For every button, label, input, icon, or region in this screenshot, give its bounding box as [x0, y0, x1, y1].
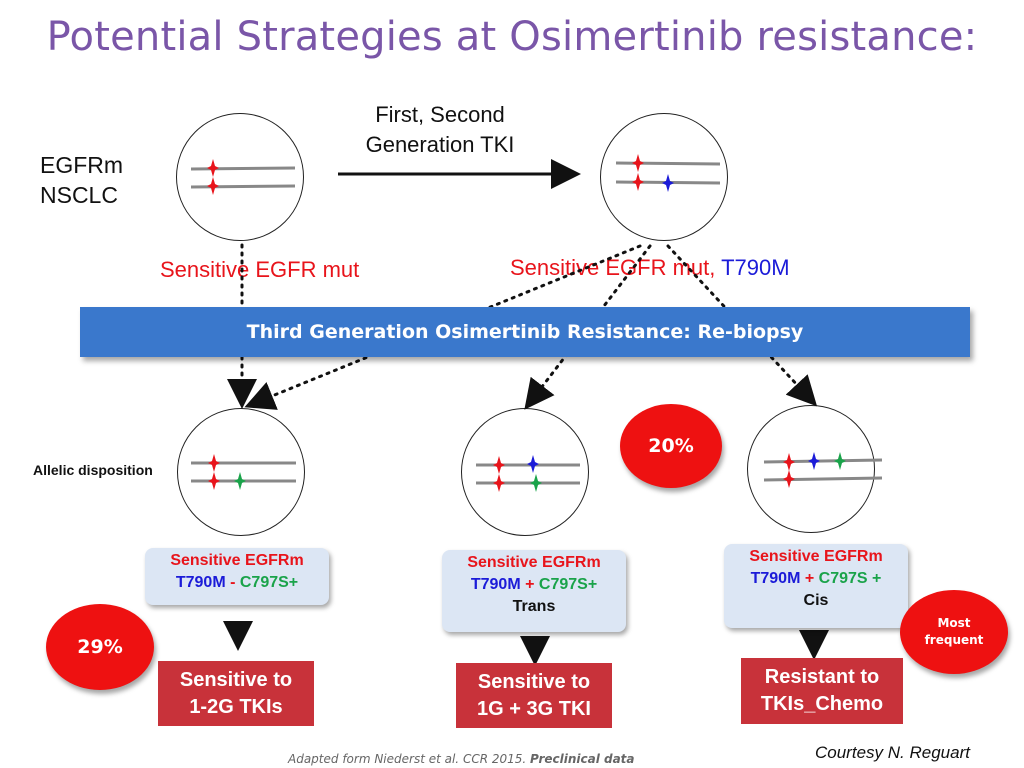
allele-circle-3: [747, 405, 875, 533]
card-2-line1: Sensitive EGFRm: [467, 554, 601, 571]
card-1-line2: T790M - C797S+: [145, 572, 329, 594]
card-3-operator: +: [804, 570, 815, 587]
most-frequent-badge: Most frequent: [900, 590, 1008, 674]
card-1-t790m: T790M: [175, 574, 226, 591]
sensitive-egfr-mut-label: Sensitive EGFR mut: [160, 257, 360, 282]
outcome-card-3: Sensitive EGFRm T790M + C797S + Cis: [724, 544, 908, 628]
result-box-3: Resistant to TKIs_Chemo: [741, 658, 903, 724]
card-2-c797s: C797S+: [538, 576, 598, 593]
card-1-c797s: C797S+: [239, 574, 299, 591]
card-3-c797s: C797S +: [818, 570, 882, 587]
card-1-operator: -: [230, 574, 236, 591]
footer-citation-text: Adapted form Niederst et al. CCR 2015.: [288, 752, 531, 766]
courtesy-label: Courtesy N. Reguart: [815, 743, 970, 762]
footer-citation: Adapted form Niederst et al. CCR 2015. P…: [288, 752, 635, 766]
re-biopsy-banner: Third Generation Osimertinib Resistance:…: [80, 307, 970, 357]
card-3-line2: T790M + C797S +: [724, 568, 908, 590]
allele-circle-1: [177, 408, 305, 536]
result-box-1: Sensitive to 1-2G TKIs: [158, 661, 314, 726]
sensitive-egfr-mut-prefix: Sensitive EGFR mut,: [510, 255, 722, 280]
t790m-status-label: Sensitive EGFR mut, T790M: [510, 255, 790, 281]
egfrm-nsclc-label: EGFRm NSCLC: [40, 152, 124, 208]
outcome-card-2: Sensitive EGFRm T790M + C797S+ Trans: [442, 550, 626, 632]
card-2-line3: Trans: [512, 598, 556, 615]
card-2-operator: +: [525, 576, 535, 593]
allelic-disposition-label: Allelic disposition: [33, 462, 153, 478]
card-3-line3: Cis: [803, 592, 829, 609]
card-1-line1: Sensitive EGFRm: [170, 552, 304, 569]
card-2-t790m: T790M: [470, 576, 521, 593]
allele-circle-2: [461, 408, 589, 536]
card-2-line2: T790M + C797S+: [442, 574, 626, 596]
result-box-2: Sensitive to 1G + 3G TKI: [456, 663, 612, 728]
percent-20-badge: 20%: [620, 404, 722, 488]
percent-29-badge: 29%: [46, 604, 154, 690]
card-3-t790m: T790M: [750, 570, 801, 587]
initial-tumor-circle: [176, 113, 304, 241]
card-3-line1: Sensitive EGFRm: [749, 548, 883, 565]
outcome-card-1: Sensitive EGFRm T790M - C797S+: [145, 548, 329, 605]
footer-preclinical: Preclinical data: [530, 752, 635, 766]
slide-title: Potential Strategies at Osimertinib resi…: [46, 14, 978, 60]
t790m-suffix: T790M: [721, 255, 790, 280]
t790m-tumor-circle: [600, 113, 728, 241]
first-second-generation-tki-label: First, Second Generation TKI: [365, 102, 515, 157]
